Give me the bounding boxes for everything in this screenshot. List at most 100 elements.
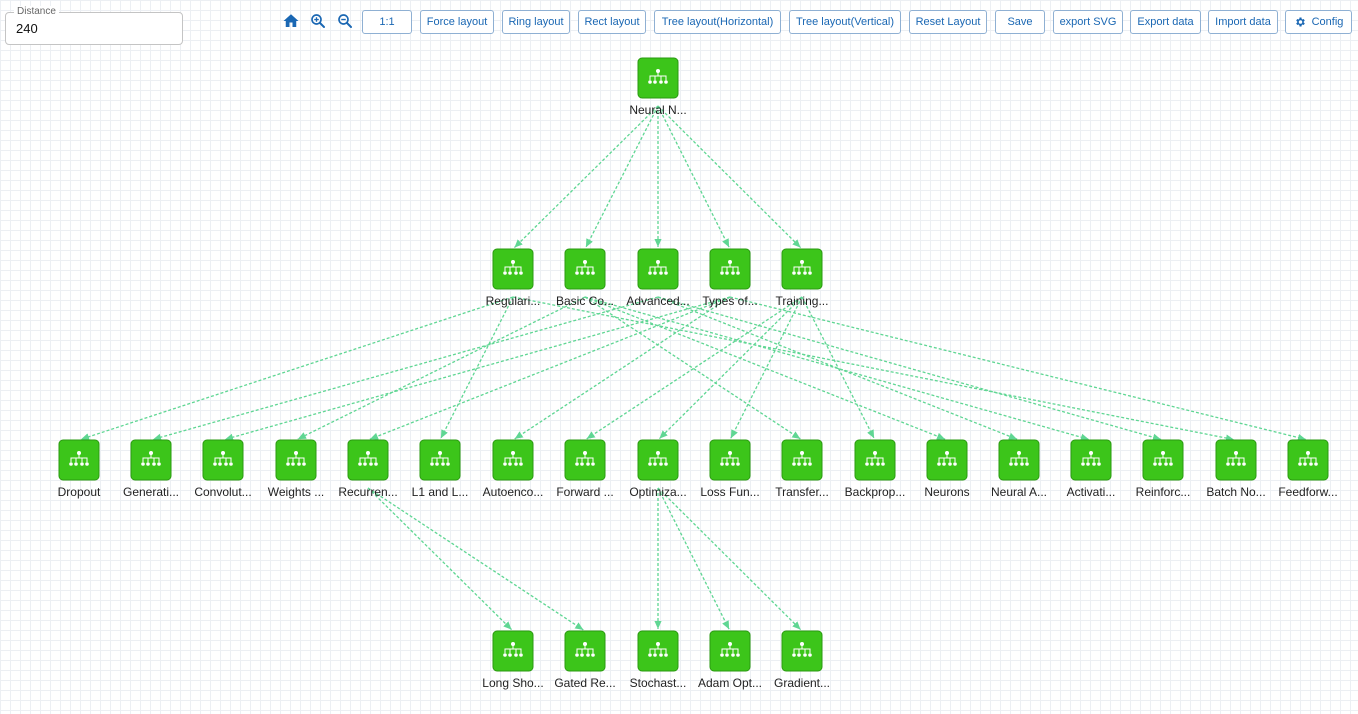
node-stochast[interactable]: Stochast... [630,630,687,690]
edge-types-convolut[interactable] [224,296,731,441]
node-box[interactable] [492,248,534,290]
home-icon[interactable] [280,10,302,32]
edge-root-basic[interactable] [585,105,659,248]
node-box[interactable] [492,439,534,481]
edge-reg-batchno[interactable] [512,296,1235,442]
node-transfer[interactable]: Transfer... [775,439,829,499]
distance-field[interactable]: Distance 240 [5,6,183,45]
node-weights[interactable]: Weights ... [268,439,324,499]
node-activati[interactable]: Activati... [1067,439,1116,499]
node-train[interactable]: Training... [776,248,829,308]
node-box[interactable] [998,439,1040,481]
node-box[interactable] [1287,439,1329,481]
edge-basic-weights[interactable] [297,296,586,440]
zoom-out-icon[interactable] [334,10,356,32]
node-box[interactable] [781,248,823,290]
tree-layout-vertical-button[interactable]: Tree layout(Vertical) [789,10,901,34]
edge-optimiza-adamopt[interactable] [657,487,730,630]
node-autoenco[interactable]: Autoenco... [483,439,544,499]
node-reinforc[interactable]: Reinforc... [1136,439,1191,499]
node-lossfun[interactable]: Loss Fun... [700,439,760,499]
edge-train-lossfun[interactable] [730,296,803,439]
node-box[interactable] [709,248,751,290]
node-box[interactable] [637,248,679,290]
import-data-button[interactable]: Import data [1208,10,1278,34]
node-box[interactable] [58,439,100,481]
node-box[interactable] [926,439,968,481]
edge-adv-generati[interactable] [152,296,659,441]
node-adamopt[interactable]: Adam Opt... [698,630,762,690]
node-feedforw[interactable]: Feedforw... [1278,439,1338,499]
node-recurren[interactable]: Recurren... [338,439,398,499]
node-box[interactable] [781,439,823,481]
node-neurala[interactable]: Neural A... [991,439,1047,499]
node-box[interactable] [781,630,823,672]
config-button[interactable]: Config [1285,10,1352,34]
node-box[interactable] [709,630,751,672]
edge-root-train[interactable] [657,105,802,249]
export-data-button[interactable]: Export data [1130,10,1201,34]
edge-basic-transfer[interactable] [584,296,801,440]
node-adv[interactable]: Advanced... [626,248,690,308]
distance-value[interactable]: 240 [16,21,38,36]
edge-reg-dropout[interactable] [80,296,514,441]
node-reg[interactable]: Regulari... [486,248,541,308]
node-box[interactable] [637,57,679,99]
tree-layout-horizontal-button[interactable]: Tree layout(Horizontal) [654,10,781,34]
edge-train-backprop[interactable] [801,296,875,439]
edge-adv-reinforc[interactable] [657,296,1162,441]
rect-layout-button[interactable]: Rect layout [578,10,646,34]
edge-basic-neurons[interactable] [584,296,946,440]
edge-train-optimiza[interactable] [658,296,803,440]
edge-adv-neurala[interactable] [657,296,1018,440]
node-basic[interactable]: Basic Co... [556,248,614,308]
node-box[interactable] [709,439,751,481]
node-box[interactable] [275,439,317,481]
node-dropout[interactable]: Dropout [58,439,101,499]
node-box[interactable] [564,630,606,672]
reset-layout-button[interactable]: Reset Layout [909,10,987,34]
node-box[interactable] [564,439,606,481]
node-box[interactable] [854,439,896,481]
node-box[interactable] [202,439,244,481]
node-gatedre[interactable]: Gated Re... [554,630,616,690]
node-gradient[interactable]: Gradient... [774,630,830,690]
node-batchno[interactable]: Batch No... [1206,439,1266,499]
node-box[interactable] [130,439,172,481]
node-types[interactable]: Types of... [702,248,758,308]
node-box[interactable] [564,248,606,290]
edge-types-autoenco[interactable] [514,296,731,440]
edge-root-types[interactable] [657,105,730,248]
edge-root-reg[interactable] [513,105,659,249]
edge-optimiza-gradient[interactable] [657,487,802,631]
ring-layout-button[interactable]: Ring layout [502,10,570,34]
zoom-in-icon[interactable] [307,10,329,32]
node-forward[interactable]: Forward ... [556,439,614,499]
node-convolut[interactable]: Convolut... [194,439,252,499]
node-optimiza[interactable]: Optimiza... [629,439,687,499]
edge-recurren-gatedre[interactable] [367,487,584,631]
node-box[interactable] [1070,439,1112,481]
node-generati[interactable]: Generati... [123,439,179,499]
one-to-one-button[interactable]: 1:1 [362,10,412,34]
node-backprop[interactable]: Backprop... [845,439,906,499]
node-box[interactable] [492,630,534,672]
node-box[interactable] [637,630,679,672]
node-longsho[interactable]: Long Sho... [482,630,544,690]
force-layout-button[interactable]: Force layout [420,10,494,34]
edge-train-forward[interactable] [586,296,803,440]
node-box[interactable] [347,439,389,481]
edge-types-feedforw[interactable] [729,296,1307,442]
edge-recurren-longsho[interactable] [367,487,513,631]
node-box[interactable] [1215,439,1257,481]
node-l1l2[interactable]: L1 and L... [412,439,469,499]
save-button[interactable]: Save [995,10,1045,34]
export-svg-button[interactable]: export SVG [1053,10,1123,34]
node-root[interactable]: Neural N... [629,57,687,117]
node-box[interactable] [637,439,679,481]
edge-types-recurren[interactable] [369,296,731,440]
node-box[interactable] [1142,439,1184,481]
node-box[interactable] [419,439,461,481]
node-neurons[interactable]: Neurons [924,439,970,499]
